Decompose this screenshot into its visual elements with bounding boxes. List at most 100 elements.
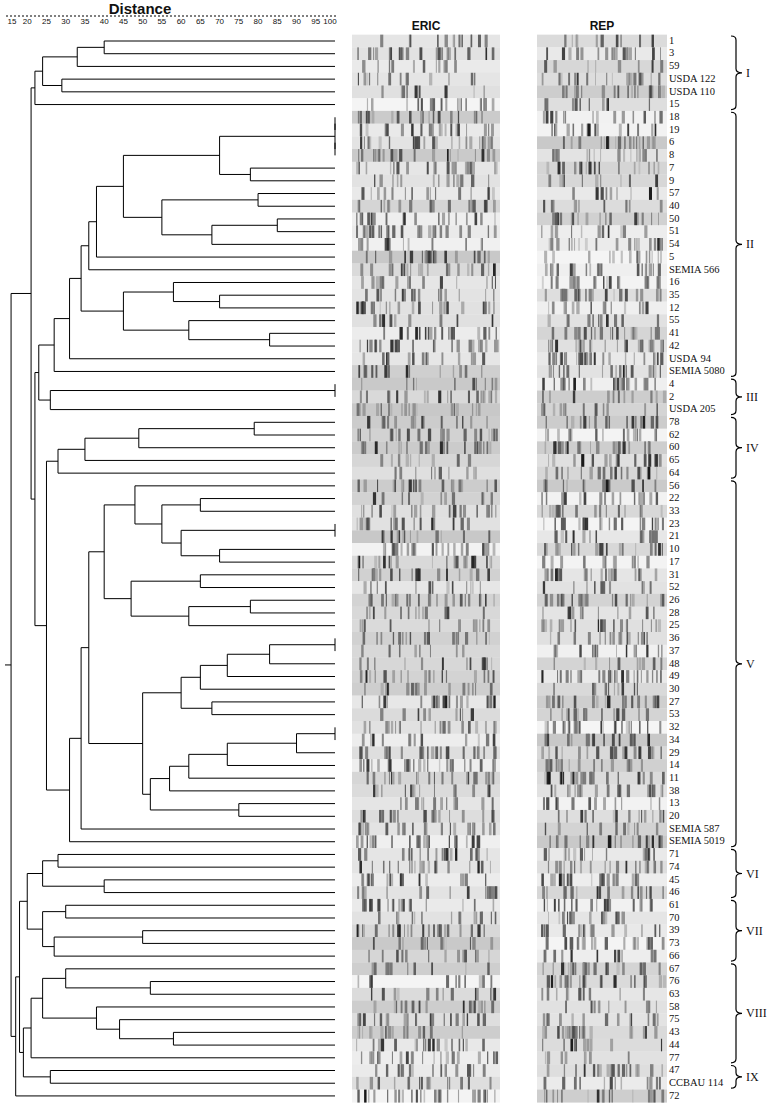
gel-band — [613, 708, 615, 721]
gel-band — [572, 607, 575, 620]
gel-lane — [537, 263, 667, 276]
gel-band — [453, 518, 455, 531]
gel-band — [375, 340, 376, 353]
gel-band — [476, 632, 477, 645]
gel-band — [623, 441, 626, 454]
gel-band — [591, 327, 592, 340]
gel-band — [364, 721, 367, 734]
gel-band — [425, 251, 427, 264]
gel-band — [489, 556, 492, 569]
gel-band — [626, 670, 629, 683]
gel-band — [612, 251, 615, 264]
gel-band — [364, 365, 367, 378]
gel-band — [643, 492, 645, 505]
gel-band — [567, 289, 568, 302]
gel-band — [379, 136, 382, 149]
gel-band — [626, 619, 628, 632]
gel-band — [543, 518, 544, 531]
gel-band — [551, 225, 554, 238]
gel-band — [658, 73, 660, 86]
gel-band — [363, 60, 364, 73]
gel-band — [388, 403, 390, 416]
gel-band — [646, 251, 648, 264]
gel-band — [478, 403, 480, 416]
gel-band — [467, 518, 470, 531]
gel-band — [594, 124, 596, 137]
gel-band — [421, 98, 423, 111]
gel-band — [565, 670, 568, 683]
gel-band — [413, 378, 414, 391]
gel-band — [648, 441, 650, 454]
gel-band — [487, 696, 489, 709]
gel-band — [411, 124, 413, 137]
gel-band — [360, 263, 363, 276]
gel-band — [610, 467, 612, 480]
gel-band — [440, 429, 443, 442]
gel-band — [486, 556, 488, 569]
gel-band — [620, 174, 622, 187]
gel-lane — [537, 518, 667, 531]
gel-band — [472, 403, 473, 416]
gel-band — [374, 340, 376, 353]
gel-band — [560, 670, 562, 683]
gel-band — [623, 225, 626, 238]
gel-band — [483, 657, 486, 670]
gel-lane — [352, 365, 500, 378]
gel-band — [456, 645, 458, 658]
gel-lane — [537, 708, 667, 721]
gel-band — [654, 111, 656, 124]
gel-band — [438, 289, 440, 302]
gel-band — [467, 47, 470, 60]
gel-band — [640, 518, 641, 531]
gel-band — [366, 162, 368, 175]
gel-band — [636, 136, 637, 149]
gel-band — [388, 200, 390, 213]
gel-band — [568, 73, 570, 86]
gel-band — [431, 556, 433, 569]
gel-band — [588, 124, 591, 137]
gel-band — [386, 352, 389, 365]
gel-band — [459, 225, 462, 238]
gel-band — [488, 632, 490, 645]
gel-band — [383, 327, 385, 340]
gel-band — [382, 492, 385, 505]
gel-band — [453, 327, 454, 340]
gel-band — [453, 365, 454, 378]
gel-band — [600, 543, 603, 556]
gel-band — [629, 136, 632, 149]
gel-band — [557, 263, 559, 276]
gel-band — [420, 124, 422, 137]
gel-lane — [352, 619, 500, 632]
gel-band — [617, 276, 620, 289]
gel-band — [582, 594, 585, 607]
gel-band — [599, 632, 600, 645]
gel-band — [401, 543, 403, 556]
gel-band — [359, 403, 361, 416]
gel-band — [652, 340, 655, 353]
gel-band — [483, 98, 486, 111]
gel-band — [606, 479, 609, 492]
gel-band — [389, 263, 392, 276]
gel-band — [390, 162, 391, 175]
gel-band — [367, 98, 368, 111]
gel-band — [573, 581, 574, 594]
gel-lane — [537, 340, 667, 353]
gel-band — [562, 174, 564, 187]
gel-band — [361, 378, 362, 391]
gel-band — [378, 60, 379, 73]
gel-band — [549, 505, 551, 518]
gel-band — [397, 340, 400, 353]
gel-band — [649, 187, 652, 200]
gel-band — [550, 632, 551, 645]
gel-band — [556, 276, 559, 289]
gel-lane — [537, 454, 667, 467]
gel-band — [362, 441, 365, 454]
gel-band — [624, 696, 627, 709]
gel-band — [430, 98, 433, 111]
gel-band — [546, 416, 547, 429]
gel-band — [418, 136, 420, 149]
gel-band — [369, 607, 371, 620]
gel-band — [415, 136, 418, 149]
gel-band — [621, 314, 624, 327]
gel-band — [548, 314, 551, 327]
